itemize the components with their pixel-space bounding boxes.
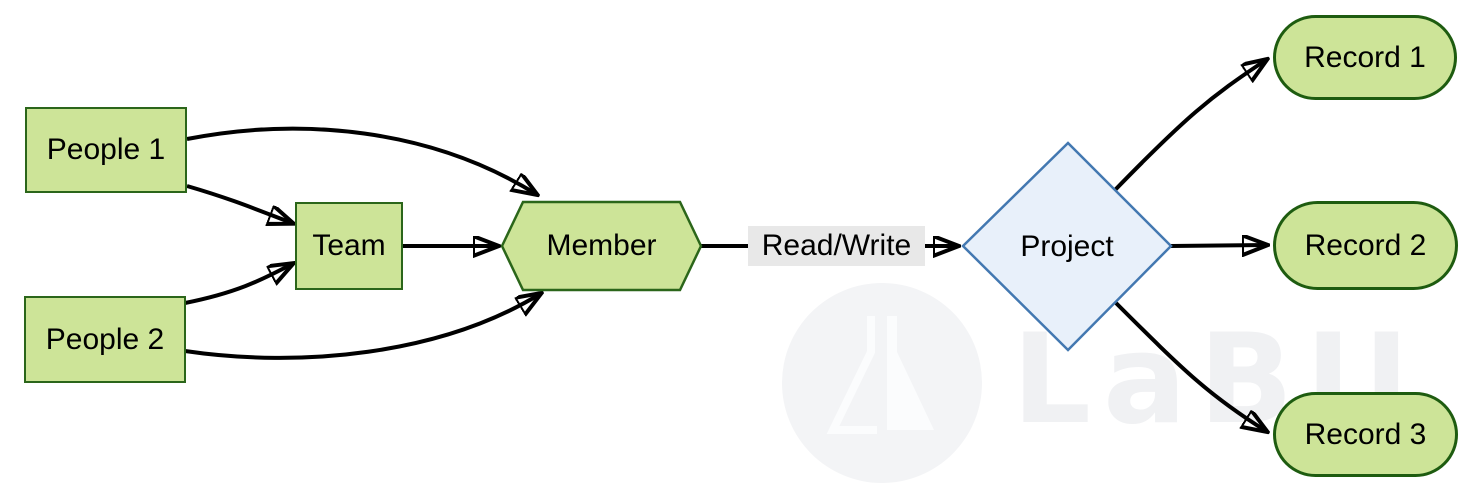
node-people-2: People 2 xyxy=(24,296,186,383)
node-record-2: Record 2 xyxy=(1273,201,1458,290)
node-record-3: Record 3 xyxy=(1273,392,1458,477)
edge-people1-team xyxy=(186,184,292,223)
node-people-1-label: People 1 xyxy=(46,133,166,166)
node-project: Project xyxy=(961,141,1173,352)
node-team: Team xyxy=(295,202,403,290)
node-member-label: Member xyxy=(546,229,657,262)
node-record-2-label: Record 2 xyxy=(1304,228,1427,262)
node-record-3-label: Record 3 xyxy=(1304,417,1427,451)
node-people-2-label: People 2 xyxy=(45,322,165,356)
node-project-label: Project xyxy=(1020,229,1114,263)
diamond-shape xyxy=(961,141,1173,352)
node-team-label: Team xyxy=(312,229,386,262)
node-record-1-label: Record 1 xyxy=(1304,40,1426,74)
edge-label-read-write: Read/Write xyxy=(748,226,925,266)
edge-project-record1 xyxy=(1113,60,1266,192)
node-people-1: People 1 xyxy=(25,107,187,193)
node-member: Member xyxy=(500,200,703,292)
edge-people1-member xyxy=(186,126,536,194)
edge-project-record3 xyxy=(1113,300,1266,431)
edge-project-record2 xyxy=(1170,245,1266,246)
node-record-1: Record 1 xyxy=(1273,15,1457,100)
edge-people2-team xyxy=(184,264,292,305)
hexagon-shape xyxy=(500,200,703,292)
edge-people2-member xyxy=(184,294,540,360)
